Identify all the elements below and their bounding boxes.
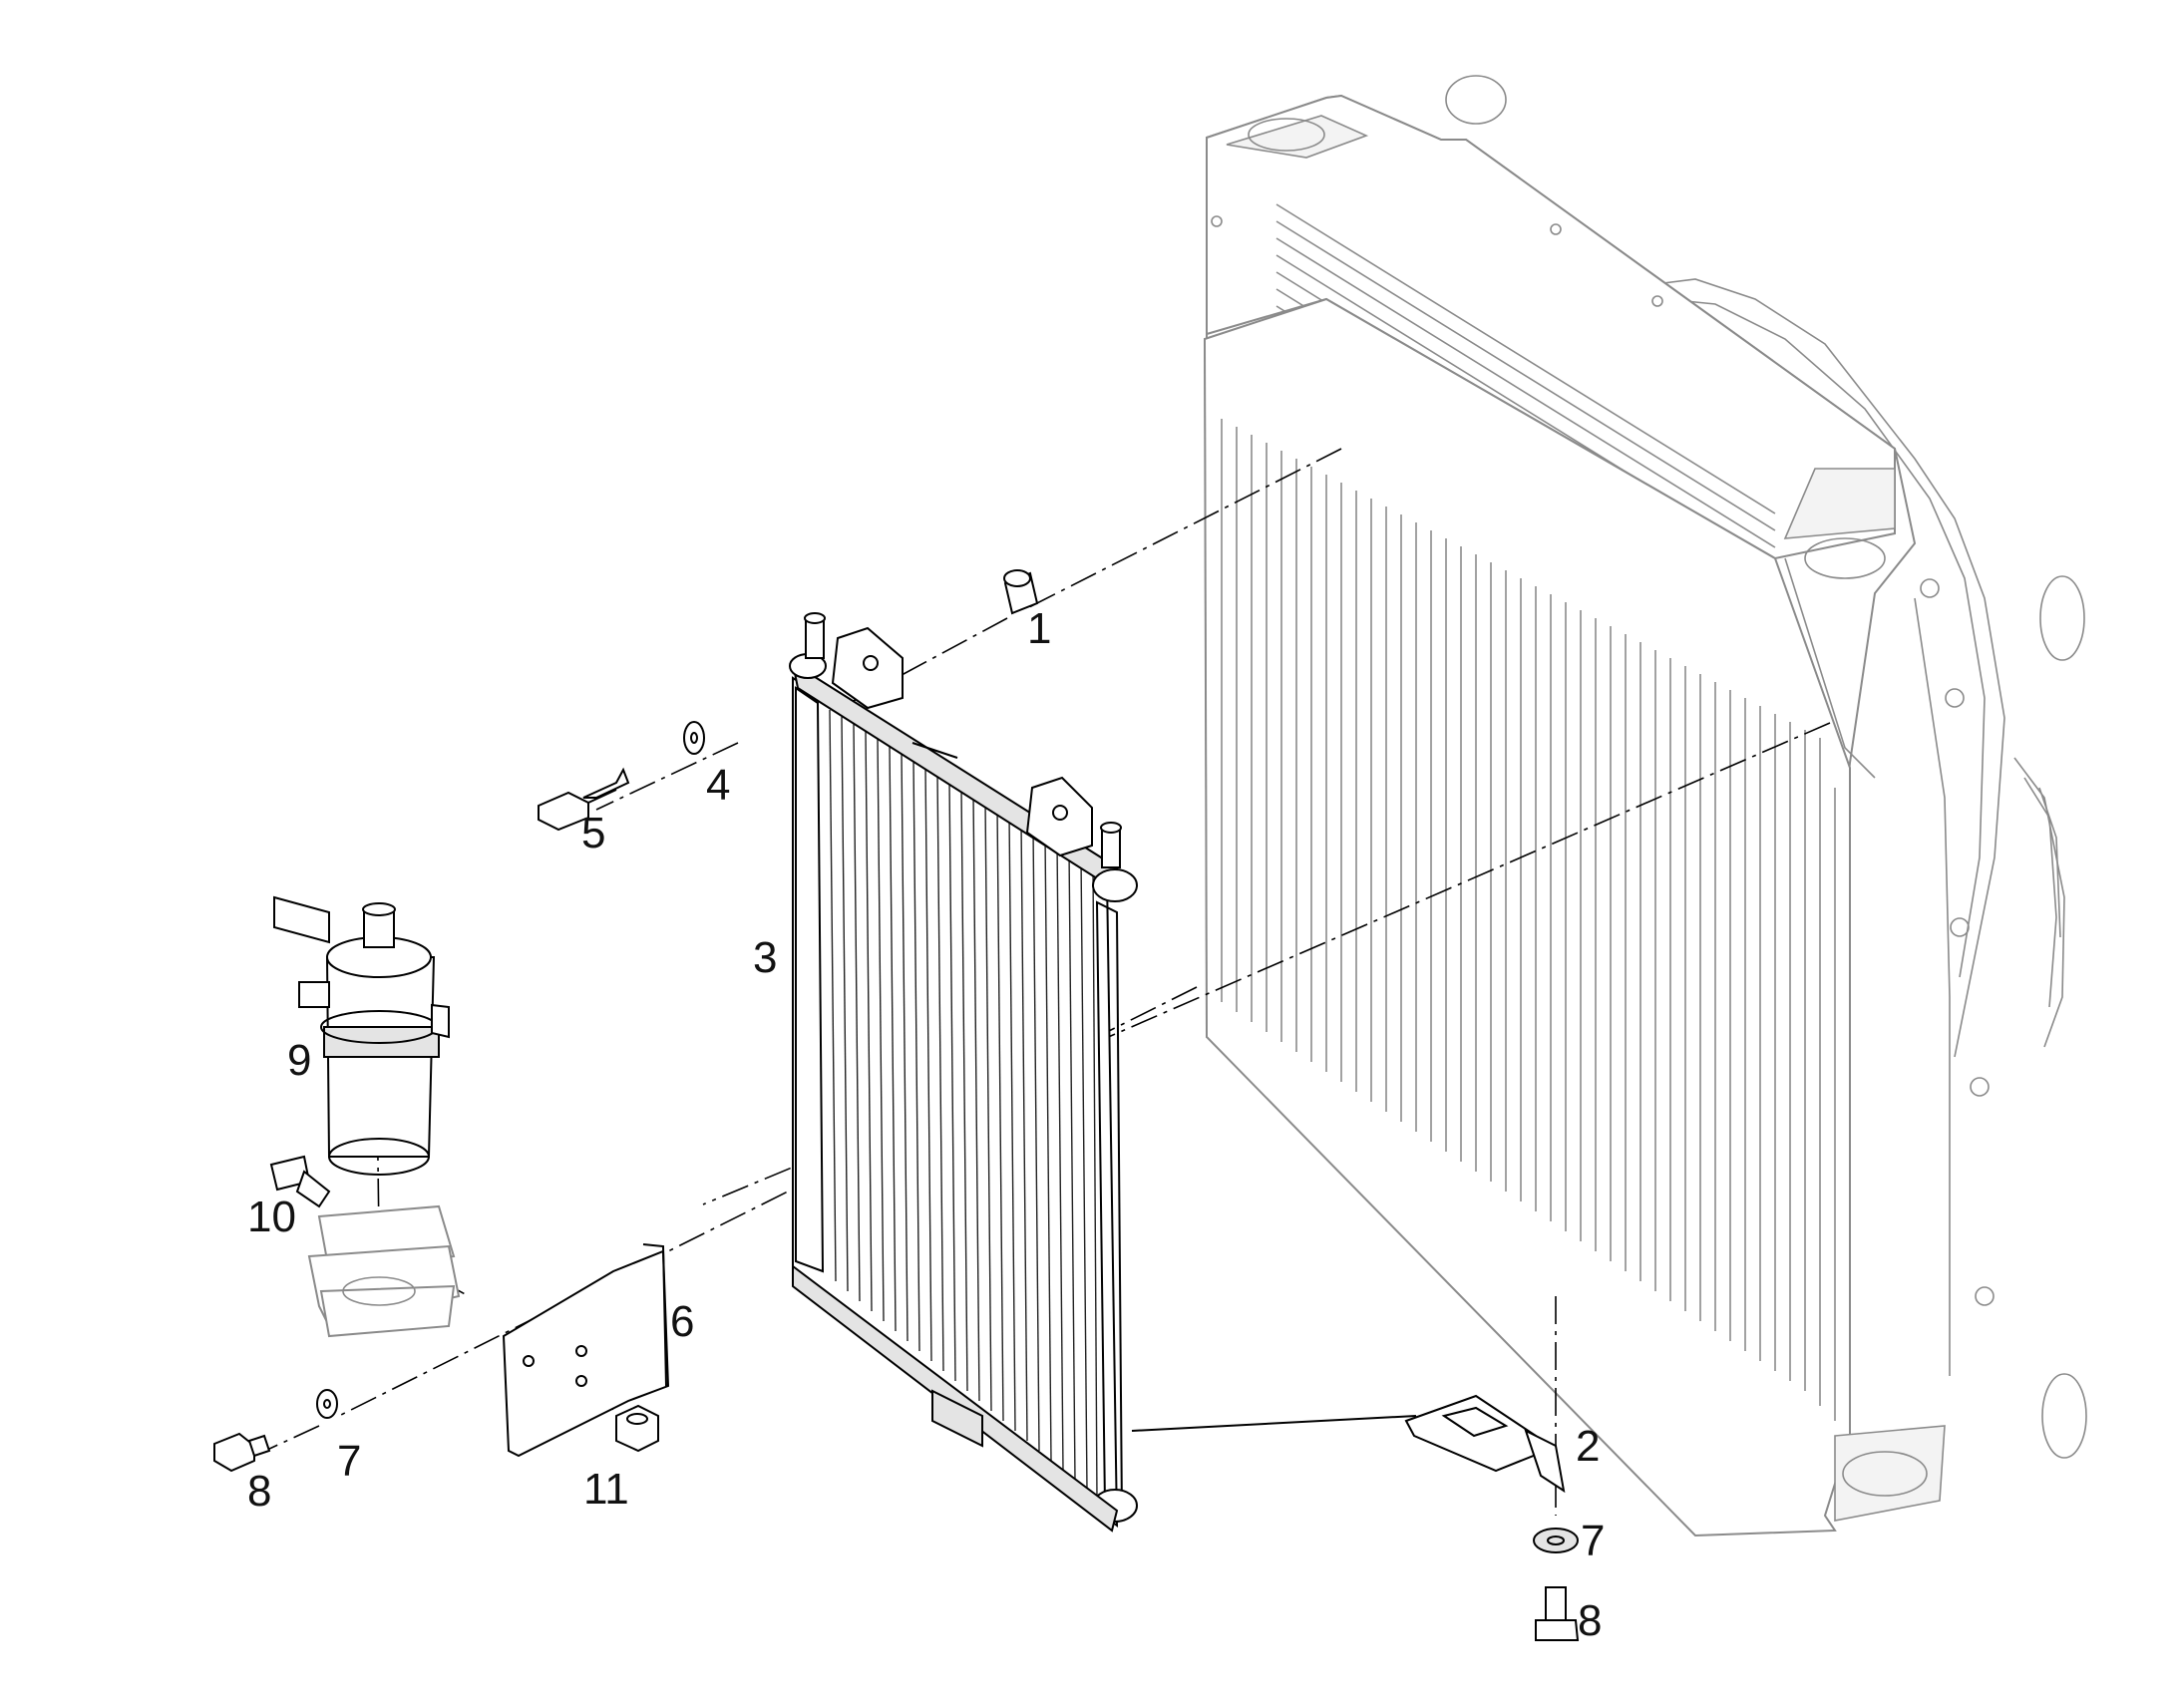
callout-3: 3: [753, 933, 777, 982]
washer-right: [1533, 1528, 1579, 1553]
callout-8-left: 8: [247, 1467, 271, 1516]
callout-6: 6: [670, 1297, 694, 1346]
nut: [615, 1404, 659, 1453]
receiver-drier: [273, 895, 450, 1176]
fan-shroud: [1445, 75, 2087, 1459]
support-bracket: [1404, 1394, 1566, 1494]
callout-7-right: 7: [1581, 1517, 1605, 1565]
callout-8-right: 8: [1578, 1596, 1602, 1645]
bracket-bolt: [269, 1155, 331, 1208]
washer-left: [316, 1389, 338, 1419]
callouts: 1 2 3 4 5 6 7 7 8 8 9 10 11: [247, 604, 1605, 1645]
drier-clamp: [307, 1204, 461, 1338]
callout-7-left: 7: [337, 1437, 361, 1486]
screw-left: [213, 1432, 271, 1473]
callout-1: 1: [1027, 604, 1051, 653]
callout-10: 10: [247, 1193, 296, 1241]
screw-right: [1535, 1586, 1580, 1641]
callout-4: 4: [706, 761, 730, 810]
callout-5: 5: [581, 809, 605, 857]
bolt: [538, 767, 630, 832]
condenser: [789, 612, 1138, 1533]
radiator-assembly: [1203, 75, 2087, 1537]
washer: [683, 721, 705, 755]
mounting-bracket: [502, 1243, 670, 1458]
callout-11: 11: [583, 1465, 629, 1514]
callout-9: 9: [287, 1036, 311, 1085]
callout-2: 2: [1576, 1422, 1600, 1471]
radiator-core: [1203, 297, 1995, 1537]
spacer: [1003, 569, 1039, 615]
